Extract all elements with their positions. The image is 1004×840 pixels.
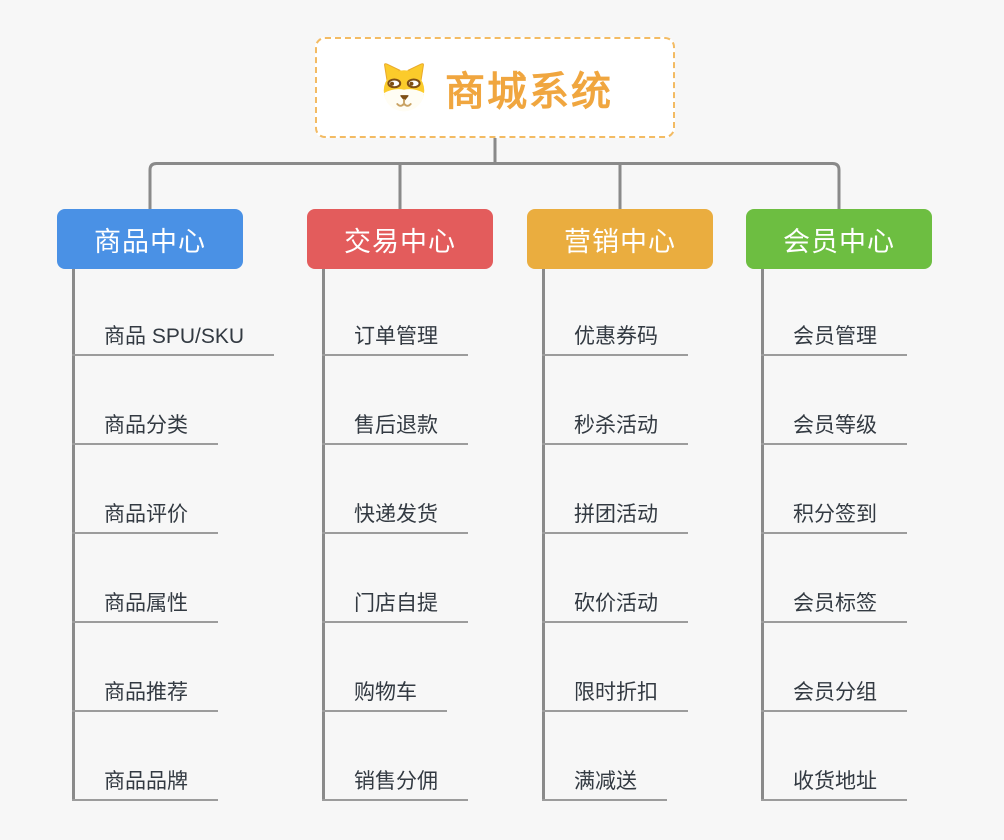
branch-box-marketing-center[interactable]: 营销中心 bbox=[527, 209, 713, 269]
leaf-node[interactable]: 会员等级 bbox=[761, 409, 907, 445]
branch-box-member-center[interactable]: 会员中心 bbox=[746, 209, 932, 269]
leaf-node[interactable]: 销售分佣 bbox=[322, 765, 468, 801]
leaf-node[interactable]: 满减送 bbox=[542, 765, 667, 801]
leaf-node[interactable]: 砍价活动 bbox=[542, 587, 688, 623]
leaf-node[interactable]: 会员分组 bbox=[761, 676, 907, 712]
leaf-node[interactable]: 商品推荐 bbox=[72, 676, 218, 712]
leaf-node[interactable]: 限时折扣 bbox=[542, 676, 688, 712]
leaf-node[interactable]: 商品评价 bbox=[72, 498, 218, 534]
leaf-node[interactable]: 拼团活动 bbox=[542, 498, 688, 534]
leaf-node[interactable]: 优惠券码 bbox=[542, 320, 688, 356]
leaf-node[interactable]: 会员管理 bbox=[761, 320, 907, 356]
leaf-node[interactable]: 售后退款 bbox=[322, 409, 468, 445]
leaf-node[interactable]: 商品品牌 bbox=[72, 765, 218, 801]
leaf-node[interactable]: 积分签到 bbox=[761, 498, 907, 534]
leaf-node[interactable]: 购物车 bbox=[322, 676, 447, 712]
leaf-node[interactable]: 门店自提 bbox=[322, 587, 468, 623]
leaf-node[interactable]: 商品分类 bbox=[72, 409, 218, 445]
leaf-node[interactable]: 商品属性 bbox=[72, 587, 218, 623]
leaf-node[interactable]: 商品 SPU/SKU bbox=[72, 320, 275, 356]
branch-box-trade-center[interactable]: 交易中心 bbox=[307, 209, 493, 269]
leaf-node[interactable]: 订单管理 bbox=[322, 320, 468, 356]
root-title: 商城系统 bbox=[445, 69, 613, 114]
leaf-node[interactable]: 收货地址 bbox=[761, 765, 907, 801]
leaf-node[interactable]: 快递发货 bbox=[322, 498, 468, 534]
shiba-dog-icon bbox=[383, 62, 425, 111]
root-node[interactable]: 商城系统 bbox=[315, 37, 675, 138]
branch-box-product-center[interactable]: 商品中心 bbox=[57, 209, 243, 269]
leaf-node[interactable]: 会员标签 bbox=[761, 587, 907, 623]
leaf-node[interactable]: 秒杀活动 bbox=[542, 409, 688, 445]
branch-bus-line bbox=[148, 162, 841, 210]
